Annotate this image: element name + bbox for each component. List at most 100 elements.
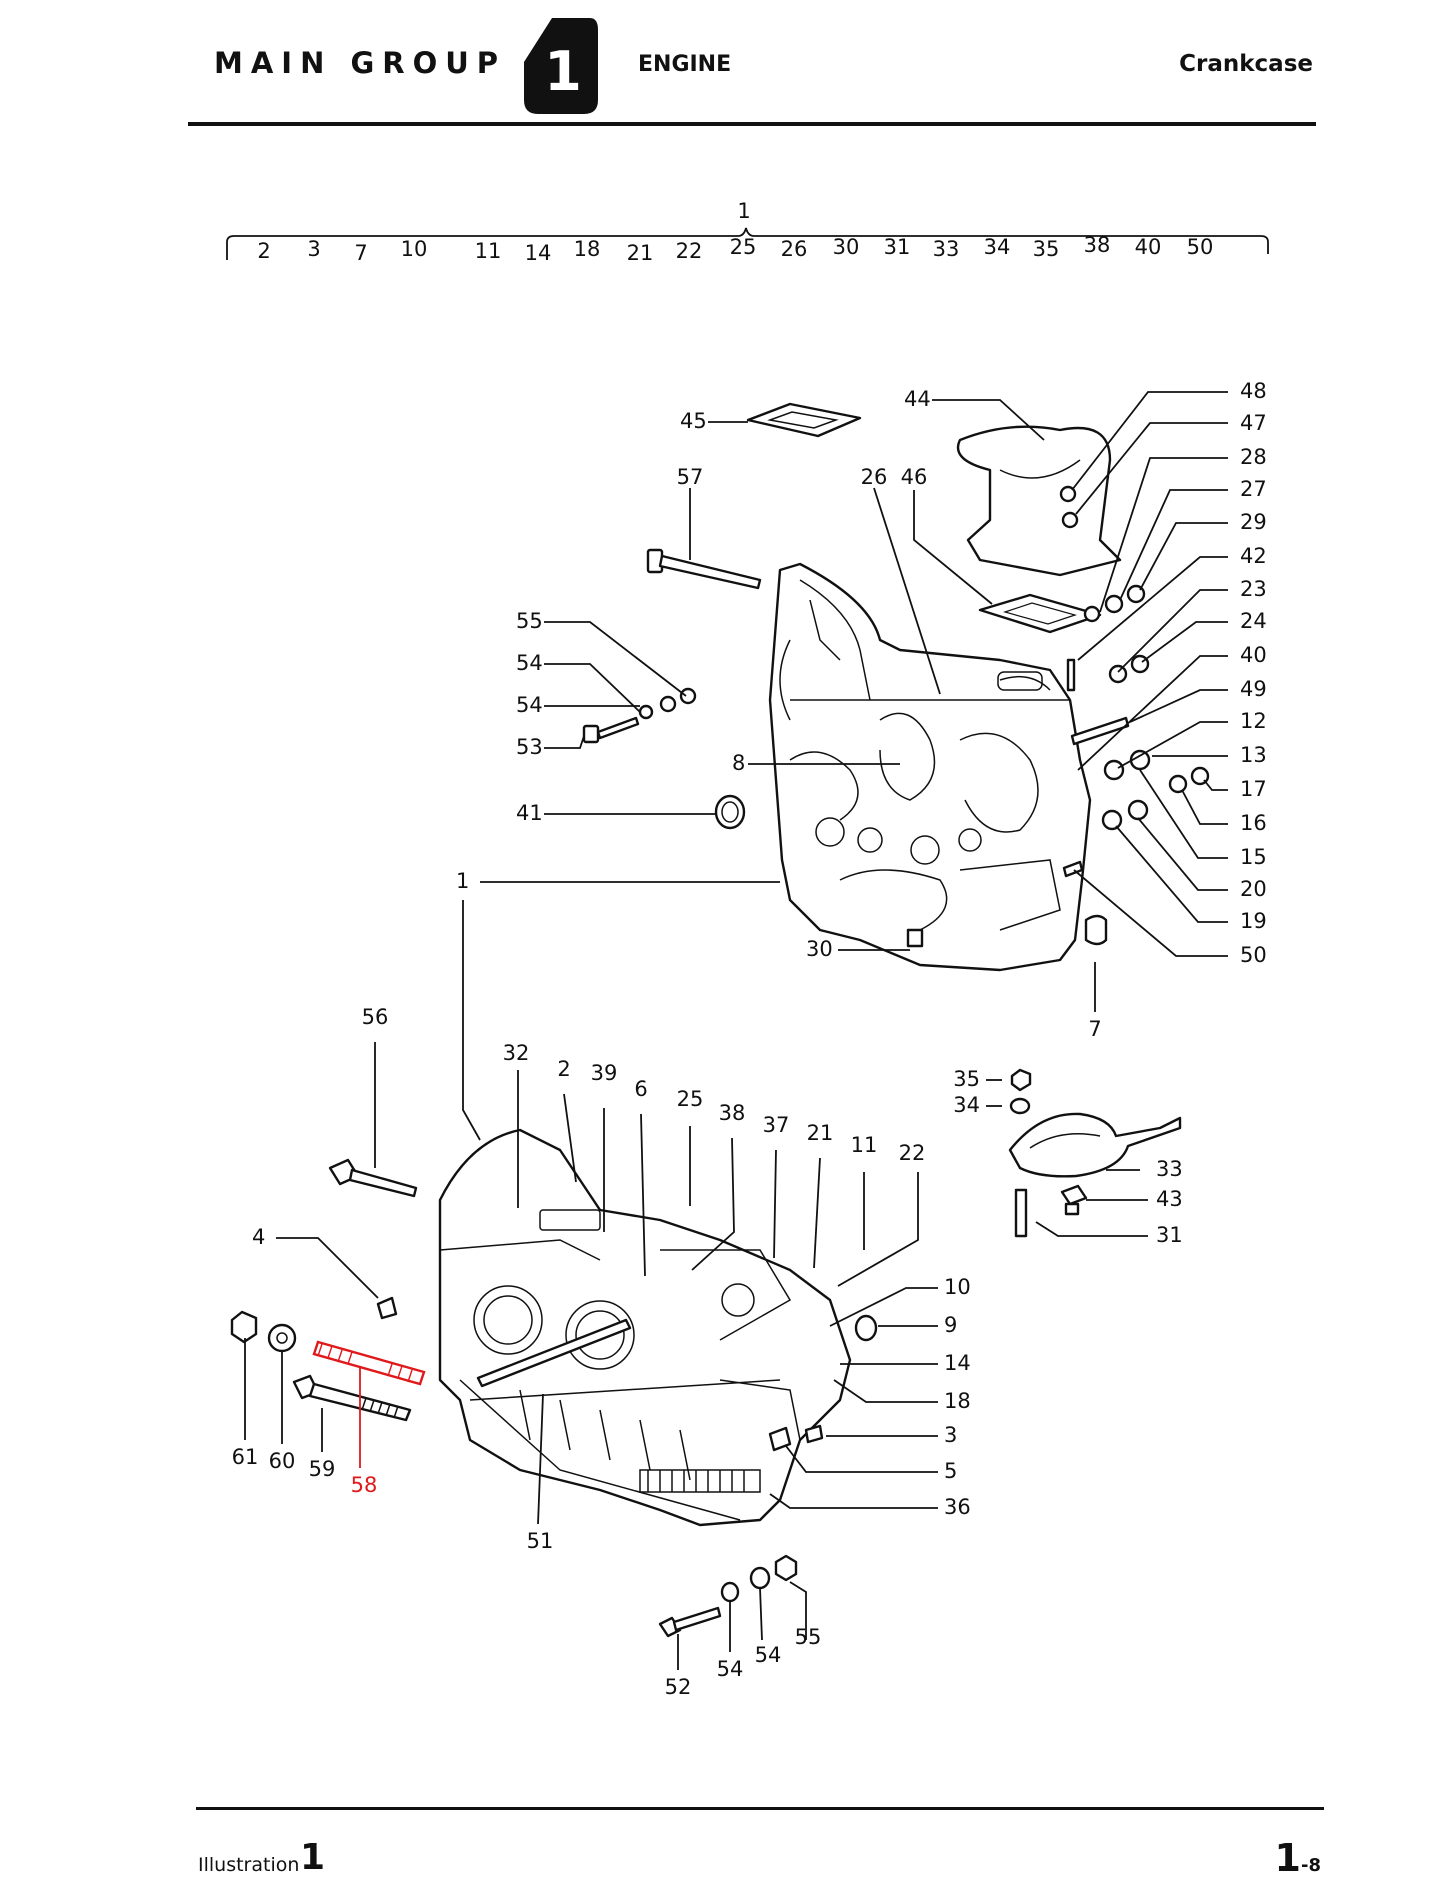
breakdown-child: 34: [984, 235, 1011, 259]
callout-18: 18: [944, 1389, 971, 1413]
callout-54-upper-1: 54: [516, 651, 543, 675]
callout-42: 42: [1240, 544, 1267, 568]
part-7-plug: [1084, 914, 1108, 946]
callout-49: 49: [1240, 677, 1267, 701]
callout-53: 53: [516, 735, 543, 759]
breakdown-child: 33: [933, 237, 960, 261]
callout-24: 24: [1240, 609, 1267, 633]
breakdown-child: 10: [401, 237, 428, 261]
main-group-title: MAIN GROUP: [214, 46, 507, 80]
breakdown-child: 38: [1084, 233, 1111, 257]
group-number-badge: 1: [510, 10, 622, 122]
callout-13: 13: [1240, 743, 1267, 767]
callout-5: 5: [944, 1459, 957, 1483]
callout-1: 1: [456, 869, 469, 893]
callout-14: 14: [944, 1351, 971, 1375]
breakdown-child: 25: [730, 235, 757, 259]
callout-46: 46: [901, 465, 928, 489]
part-60-washer: [267, 1323, 297, 1353]
callout-28: 28: [1240, 445, 1267, 469]
callout-45: 45: [680, 409, 707, 433]
group-number: 1: [544, 40, 582, 103]
callout-54-upper-2: 54: [516, 693, 543, 717]
callout-54-lower-2: 54: [755, 1643, 782, 1667]
breakdown-child: 50: [1187, 235, 1214, 259]
breakdown-child: 31: [884, 235, 911, 259]
group-name: ENGINE: [638, 52, 732, 77]
leader-lines: [244, 391, 1228, 1670]
callout-38: 38: [719, 1101, 746, 1125]
callout-20: 20: [1240, 877, 1267, 901]
breakdown-child: 21: [627, 241, 654, 265]
part-51-stud: [476, 1318, 632, 1388]
callout-58-highlighted: 58: [351, 1473, 378, 1497]
breakdown-child: 26: [781, 237, 808, 261]
part-41-seal: [714, 794, 746, 830]
breakdown-child: 22: [676, 239, 703, 263]
callout-27: 27: [1240, 477, 1267, 501]
callout-12: 12: [1240, 709, 1267, 733]
breakdown-child: 40: [1135, 235, 1162, 259]
part-44-breather: [956, 425, 1122, 577]
callout-19: 19: [1240, 909, 1267, 933]
callout-33: 33: [1156, 1157, 1183, 1181]
callout-25: 25: [677, 1087, 704, 1111]
callout-15: 15: [1240, 845, 1267, 869]
callout-34: 34: [953, 1093, 980, 1117]
callout-16: 16: [1240, 811, 1267, 835]
callout-23: 23: [1240, 577, 1267, 601]
part-54-washer: [638, 704, 654, 720]
callout-36: 36: [944, 1495, 971, 1519]
callout-39: 39: [591, 1061, 618, 1085]
callout-54-lower-1: 54: [717, 1657, 744, 1681]
illustration-label: Illustration: [198, 1854, 300, 1876]
callout-60: 60: [269, 1449, 296, 1473]
callout-32: 32: [503, 1041, 530, 1065]
callout-11: 11: [851, 1133, 878, 1157]
breakdown-child: 30: [833, 235, 860, 259]
callout-48: 48: [1240, 379, 1267, 403]
breakdown-parent: 1: [737, 199, 750, 223]
callout-37: 37: [763, 1113, 790, 1137]
callout-31: 31: [1156, 1223, 1183, 1247]
callout-35: 35: [953, 1067, 980, 1091]
callout-21: 21: [807, 1121, 834, 1145]
callout-59: 59: [309, 1457, 336, 1481]
callout-9: 9: [944, 1313, 957, 1337]
breakdown-child: 18: [574, 237, 601, 261]
page-number-main: 1: [1274, 1836, 1301, 1880]
breakdown-child: 7: [354, 241, 367, 265]
breakdown-child: 2: [257, 239, 270, 263]
crankcase-left-half: [438, 1128, 852, 1527]
callout-8: 8: [732, 751, 745, 775]
callout-26: 26: [861, 465, 888, 489]
callout-51: 51: [527, 1529, 554, 1553]
part-61-nut: [230, 1310, 258, 1344]
part-54-washer: [659, 695, 677, 713]
page-number: 1-8: [1275, 1838, 1321, 1886]
callout-22: 22: [899, 1141, 926, 1165]
callout-44: 44: [904, 387, 931, 411]
breakdown-child: 3: [307, 237, 320, 261]
callout-43: 43: [1156, 1187, 1183, 1211]
callout-47: 47: [1240, 411, 1267, 435]
part-53-bolt: [582, 724, 600, 744]
callout-6: 6: [634, 1077, 647, 1101]
header-rule: [188, 122, 1316, 126]
callout-55-lower: 55: [795, 1625, 822, 1649]
breakdown-child: 14: [525, 241, 552, 265]
callout-10: 10: [944, 1275, 971, 1299]
callout-4: 4: [252, 1225, 265, 1249]
callout-41: 41: [516, 801, 543, 825]
part-33-strainer-cover: [1008, 1112, 1182, 1178]
callout-29: 29: [1240, 510, 1267, 534]
section-title: Crankcase: [1179, 51, 1313, 77]
callout-3: 3: [944, 1423, 957, 1447]
callout-61: 61: [232, 1445, 259, 1469]
callout-17: 17: [1240, 777, 1267, 801]
callout-2: 2: [557, 1057, 570, 1081]
part-55-nut: [679, 687, 697, 705]
